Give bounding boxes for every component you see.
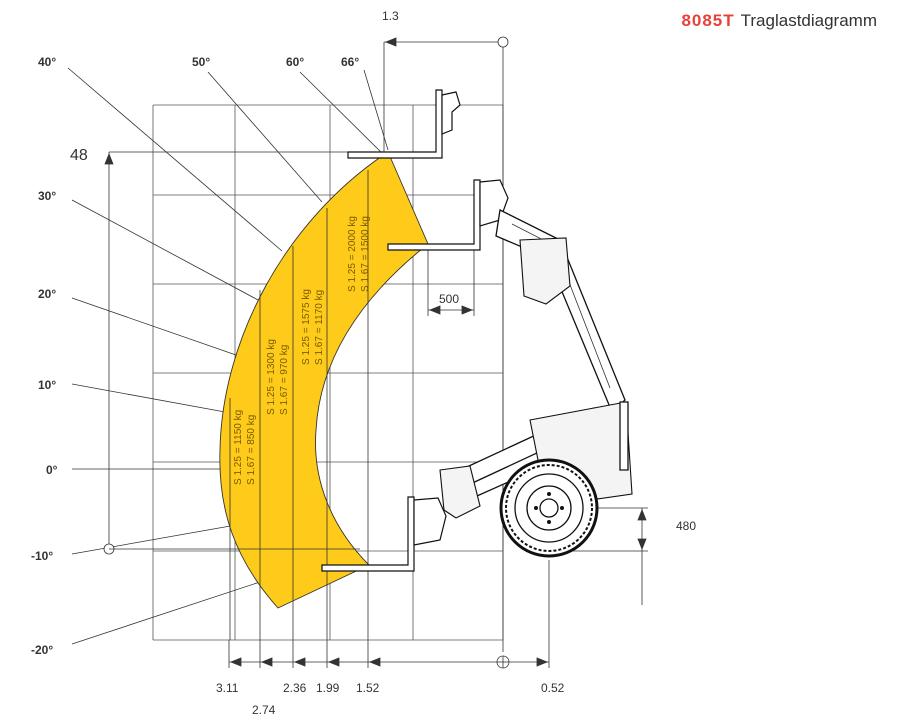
svg-text:S 1.25 = 1150 kg: S 1.25 = 1150 kg bbox=[233, 410, 244, 485]
svg-text:S 1.67 = 970 kg: S 1.67 = 970 kg bbox=[279, 345, 290, 415]
top-reach-dimension bbox=[383, 36, 509, 652]
max-height-label: 48 bbox=[70, 147, 88, 164]
svg-text:S 1.25 = 1300 kg: S 1.25 = 1300 kg bbox=[266, 339, 277, 415]
angle-label-30: 30° bbox=[38, 189, 56, 203]
chart-title: 8085T Traglastdiagramm bbox=[681, 11, 877, 31]
load-zone-4: S 1.25 = 2000 kg S 1.67 = 1500 kg bbox=[347, 216, 371, 292]
angle-label-50: 50° bbox=[192, 55, 210, 69]
wheel bbox=[499, 458, 599, 558]
angle-label-60: 60° bbox=[286, 55, 304, 69]
ground-tick-3-11: 3.11 bbox=[216, 681, 239, 695]
max-height-dimension bbox=[103, 151, 388, 555]
svg-text:S 1.67 = 850 kg: S 1.67 = 850 kg bbox=[246, 415, 257, 485]
angle-label-10: 10° bbox=[38, 378, 56, 392]
fork-bottom bbox=[321, 496, 447, 572]
load-zone-3: S 1.25 = 1575 kg S 1.67 = 1170 kg bbox=[301, 289, 325, 365]
load-area bbox=[219, 151, 429, 609]
angle-label-40: 40° bbox=[38, 55, 56, 69]
fork-length-label: 500 bbox=[439, 292, 459, 306]
angle-rays bbox=[67, 67, 389, 645]
ground-tick-2-74: 2.74 bbox=[252, 703, 276, 717]
fork-length-dimension bbox=[427, 244, 475, 316]
ground-tick-2-36: 2.36 bbox=[283, 681, 307, 695]
load-zone-2: S 1.25 = 1300 kg S 1.67 = 970 kg bbox=[266, 339, 290, 415]
zone-dividers bbox=[229, 170, 369, 640]
angle-label-20: 20° bbox=[38, 287, 56, 301]
angle-label-minus20: -20° bbox=[31, 643, 53, 657]
model-name: 8085T bbox=[681, 11, 735, 30]
svg-text:S 1.67 = 1500 kg: S 1.67 = 1500 kg bbox=[360, 216, 371, 292]
angle-label-0: 0° bbox=[46, 463, 58, 477]
top-reach-label: 1.3 bbox=[382, 9, 399, 23]
ground-tick-1-52: 1.52 bbox=[356, 681, 380, 695]
svg-text:S 1.25 = 2000 kg: S 1.25 = 2000 kg bbox=[347, 216, 358, 292]
ground-reach-dimension bbox=[228, 560, 550, 669]
ground-tick-1-99: 1.99 bbox=[316, 681, 340, 695]
svg-text:S 1.67 = 1170 kg: S 1.67 = 1170 kg bbox=[314, 290, 325, 365]
axle-height-label: 480 bbox=[676, 519, 696, 533]
ground-tick-0-52: 0.52 bbox=[541, 681, 565, 695]
angle-label-66: 66° bbox=[341, 55, 359, 69]
svg-text:S 1.25 = 1575 kg: S 1.25 = 1575 kg bbox=[301, 289, 312, 365]
angle-label-minus10: -10° bbox=[31, 549, 53, 563]
title-text: Traglastdiagramm bbox=[740, 11, 877, 30]
load-zone-1: S 1.25 = 1150 kg S 1.67 = 850 kg bbox=[233, 410, 257, 485]
fork-top bbox=[347, 89, 461, 159]
